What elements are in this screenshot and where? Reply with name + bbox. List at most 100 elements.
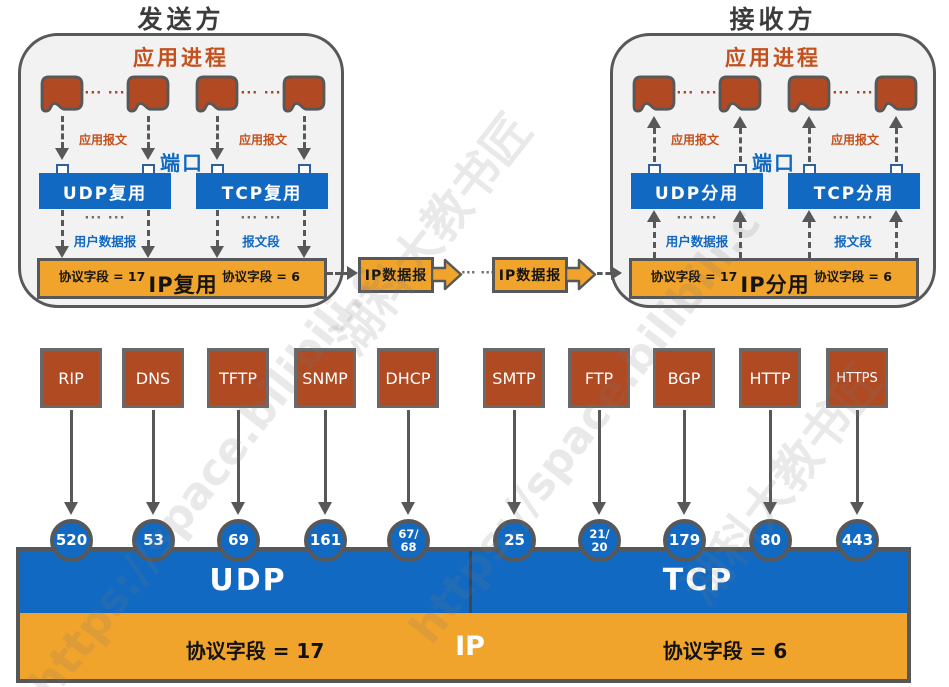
arrow-head-icon: [64, 502, 78, 515]
app-process-label: 应用进程: [133, 46, 229, 70]
app-process-icon: [718, 75, 762, 113]
app-message-label: 应用报文: [78, 133, 128, 147]
protocol-box-bgp: BGP: [653, 348, 715, 408]
app-process-icon: [195, 75, 239, 113]
ellipsis: ··· ···: [676, 211, 718, 226]
ip-mux-bar: 协议字段 = 17 IP复用 协议字段 = 6: [37, 258, 327, 299]
port-circle-ftp: 21/20: [578, 519, 621, 562]
protocol-box-https: HTTPS: [826, 348, 888, 408]
ellipsis: ··· ···: [240, 211, 282, 226]
dashed-arrow: [216, 210, 219, 246]
udp-demux-box: UDP分用: [631, 173, 763, 209]
arrow-line: [856, 410, 859, 502]
udp-tcp-divider: [469, 551, 472, 613]
app-message-label: 应用报文: [670, 133, 720, 147]
port-circle-http: 80: [749, 519, 792, 562]
arrow-line: [237, 410, 240, 502]
arrow-head-icon: [611, 266, 622, 280]
dashed-arrow: [303, 116, 306, 148]
dashed-link: [597, 272, 611, 275]
port-number: 443: [841, 530, 874, 549]
arrow-head-icon: [401, 502, 415, 515]
protocol-field-17: 协议字段 = 17: [185, 639, 325, 663]
port-circle-smtp: 25: [493, 519, 536, 562]
arrow-line: [513, 410, 516, 502]
arrow-line: [152, 410, 155, 502]
arrow-head-icon: [347, 266, 358, 280]
ellipsis: ··· ···: [832, 211, 874, 226]
dashed-arrow: [808, 128, 811, 162]
protocol-field-6: 协议字段 = 6: [814, 269, 892, 284]
dashed-arrow: [653, 128, 656, 162]
dashed-arrow: [895, 128, 898, 162]
udp-bar-label: UDP: [209, 563, 287, 598]
port-number: 20: [591, 539, 608, 554]
ellipsis: ··· ···: [460, 266, 496, 281]
dashed-arrow: [739, 128, 742, 162]
dashed-arrow: [147, 116, 150, 148]
protocol-field-6: 协议字段 = 6: [222, 269, 300, 284]
ellipsis: ··· ···: [84, 86, 126, 101]
dashed-arrow: [303, 210, 306, 246]
udp-pdu-label: 用户数据报: [73, 234, 137, 249]
arrow-head-icon: [297, 148, 311, 160]
port-number: 520: [55, 530, 88, 549]
ip-demux-bar: 协议字段 = 17 IP分用 协议字段 = 6: [629, 258, 919, 299]
port-circle-snmp: 161: [304, 519, 347, 562]
dashed-link: [327, 272, 349, 275]
arrow-head-icon: [733, 116, 747, 128]
arrow-head-icon: [146, 502, 160, 515]
port-number: 25: [504, 530, 525, 549]
tcp-mux-label: TCP复用: [221, 183, 303, 204]
sender-title: 发送方: [137, 5, 225, 34]
protocol-box-ftp: FTP: [568, 348, 630, 408]
sender-panel: 应用进程 ··· ··· ··· ··· 应用报文 应用报文 端口 UDP复用 …: [18, 33, 344, 308]
dashed-arrow: [808, 222, 811, 258]
arrow-head-icon: [647, 116, 661, 128]
arrow-line: [683, 410, 686, 502]
protocol-box-tftp: TFTP: [207, 348, 269, 408]
ip-mux-label: IP复用: [148, 273, 218, 297]
dashed-arrow: [739, 222, 742, 258]
tcp-demux-label: TCP分用: [813, 183, 895, 204]
port-number: 80: [760, 530, 781, 549]
arrow-head-icon: [231, 502, 245, 515]
arrow-head-icon: [733, 210, 747, 222]
dashed-arrow: [216, 116, 219, 148]
protocol-label: DHCP: [385, 368, 431, 388]
arrow-head-icon: [507, 502, 521, 515]
port-number: 67/: [398, 527, 419, 542]
arrow-head-icon: [141, 148, 155, 160]
tcp-bar-label: TCP: [662, 563, 734, 598]
port-number: 68: [400, 539, 417, 554]
ip-demux-label: IP分用: [740, 273, 810, 297]
arrow-line: [598, 410, 601, 502]
port-number: 179: [668, 530, 701, 549]
protocol-label: HTTP: [749, 368, 791, 388]
app-process-icon: [632, 75, 676, 113]
protocol-box-snmp: SNMP: [294, 348, 356, 408]
ip-bar-label: IP: [455, 631, 485, 662]
app-process-icon: [40, 75, 84, 113]
arrow-head-icon: [318, 502, 332, 515]
protocol-box-dhcp: DHCP: [377, 348, 439, 408]
port-circle-dns: 53: [132, 519, 175, 562]
port-label: 端口: [160, 151, 204, 175]
udp-mux-box: UDP复用: [39, 173, 171, 209]
dashed-arrow: [895, 222, 898, 258]
port-label: 端口: [752, 151, 796, 175]
arrow-head-icon: [889, 210, 903, 222]
udp-pdu-label: 用户数据报: [665, 234, 729, 249]
app-message-label: 应用报文: [830, 133, 880, 147]
ellipsis: ··· ···: [832, 86, 874, 101]
tcp-pdu-label: 报文段: [834, 234, 872, 249]
port-number: 53: [143, 530, 164, 549]
ellipsis: ··· ···: [240, 86, 282, 101]
ip-datagram-label: IP数据报: [364, 268, 428, 284]
port-circle-dhcp: 67/68: [387, 519, 430, 562]
port-number: 161: [309, 530, 342, 549]
protocol-label: SNMP: [302, 368, 348, 388]
protocol-box-rip: RIP: [40, 348, 102, 408]
arrow-head-icon: [677, 502, 691, 515]
protocol-box-dns: DNS: [122, 348, 184, 408]
